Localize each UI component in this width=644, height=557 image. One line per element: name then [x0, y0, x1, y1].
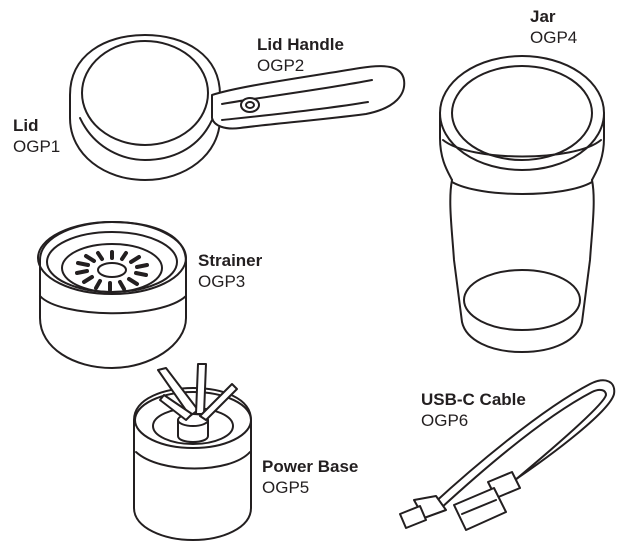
- part-name-lid: Lid: [13, 116, 39, 135]
- usb-cable-illustration: [400, 380, 614, 530]
- label-jar: Jar OGP4: [530, 8, 577, 46]
- part-name-jar: Jar: [530, 7, 556, 26]
- part-name-power-base: Power Base: [262, 457, 359, 476]
- part-code-lid: OGP1: [13, 137, 61, 156]
- part-name-usb-cable: USB-C Cable: [421, 390, 526, 409]
- label-usb-cable: USB-C Cable OGP6: [421, 391, 526, 429]
- part-code-lid-handle: OGP2: [257, 56, 305, 75]
- label-lid: Lid OGP1: [13, 117, 60, 155]
- part-name-lid-handle: Lid Handle: [257, 35, 344, 54]
- part-code-jar: OGP4: [530, 28, 578, 47]
- strainer-illustration: [38, 222, 186, 368]
- part-name-strainer: Strainer: [198, 251, 263, 270]
- label-power-base: Power Base OGP5: [262, 458, 358, 496]
- lid-illustration: [70, 35, 220, 180]
- part-code-usb-cable: OGP6: [421, 411, 469, 430]
- part-code-power-base: OGP5: [262, 478, 310, 497]
- part-code-strainer: OGP3: [198, 272, 246, 291]
- power-base-illustration: [134, 364, 251, 540]
- strainer-mesh: [77, 252, 147, 290]
- label-lid-handle: Lid Handle OGP2: [257, 36, 344, 74]
- label-strainer: Strainer OGP3: [198, 252, 262, 290]
- lid-handle-illustration: [212, 66, 404, 128]
- jar-illustration: [440, 56, 604, 352]
